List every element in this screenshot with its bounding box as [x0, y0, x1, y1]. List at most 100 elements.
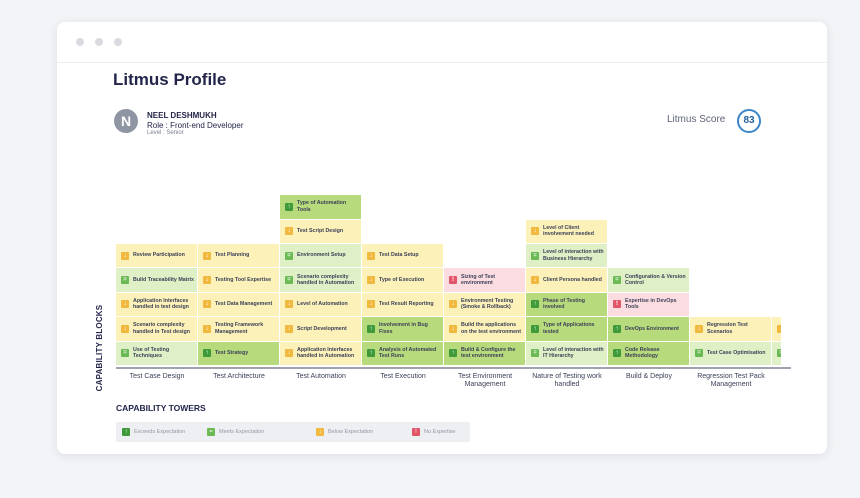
capability-block[interactable]: !Expertise in DevOps Tools [608, 292, 690, 318]
capability-block[interactable]: ↓Test Data Setup [362, 244, 444, 269]
legend: ↑Exceeds Expectation=Meets Expectation↓B… [116, 422, 470, 442]
capability-block[interactable]: ↓Testing Framework Management [198, 317, 280, 342]
capability-block[interactable]: ↓Scenario complexity handled in Test des… [116, 317, 198, 342]
tower-name: Regression Test Pack Management [697, 373, 765, 388]
capability-block[interactable]: = Test Case Optimisation [690, 341, 772, 366]
capability-block[interactable]: = Level of interaction with Business Hier… [526, 244, 608, 269]
capability-block-label: Test Case Optimisation [707, 350, 766, 357]
capability-block-label: Level of interaction with Business Hiera… [543, 249, 604, 262]
capability-block-label: Review Participation [133, 252, 185, 259]
capability-block[interactable]: ↓Review Participation [116, 244, 198, 269]
legend-item: ! No Expertise [412, 428, 456, 436]
capability-block[interactable]: = Environment Setup [280, 244, 362, 269]
litmus-score-label: Litmus Score [667, 114, 726, 125]
user-name: NEEL DESHMUKH [147, 111, 217, 120]
exceeds-status-icon: ↑ [449, 349, 457, 358]
noexp-status-icon: ! [449, 276, 457, 285]
meets-status-icon: = [121, 276, 129, 285]
capability-block[interactable]: ↑ Analysis of Automated Test Runs [362, 341, 444, 366]
meets-status-icon: = [777, 349, 781, 358]
capability-block[interactable]: =Configuration & Version Control [608, 268, 690, 293]
capability-block-label: Test Data Setup [379, 252, 419, 259]
capability-block[interactable]: = Build Traceability Matrix [116, 268, 198, 293]
capability-block[interactable]: ↓Client Persona handled [526, 268, 608, 293]
capability-block-label: Test Strategy [215, 350, 249, 357]
capability-block-label: Code Release Methodology [625, 346, 660, 360]
capability-block[interactable]: ! Sizing of Test environment [444, 268, 526, 293]
capability-block-label: Analysis of Automated Test Runs [379, 346, 437, 360]
capability-block[interactable]: ↑Type of Applications tested [526, 317, 608, 342]
capability-block-label: Test Result Reporting [379, 301, 434, 308]
meets-status-icon: = [695, 349, 703, 358]
app-window: Litmus Profile N NEEL DESHMUKH Role : Fr… [57, 22, 827, 454]
capability-block[interactable]: ↓Environment Testing (Smoke & Rollback) [444, 292, 526, 318]
below-status-icon: ↓ [316, 428, 324, 436]
capability-block[interactable]: ↑ DevOps Environment [608, 317, 690, 342]
exceeds-status-icon: ↑ [122, 428, 130, 436]
capability-block-label: DevOps Environment [625, 325, 679, 332]
capability-block[interactable]: ↓ Test Result Reporting [362, 292, 444, 318]
legend-item: =Meets Expectation [207, 428, 264, 436]
capability-block[interactable]: =Level of interaction with IT Hierarchy [526, 341, 608, 366]
capability-block[interactable]: ↓Testing Tool Expertise [198, 268, 280, 293]
capability-block[interactable]: ↓Application Interfaces handled in Autom… [280, 341, 362, 366]
meets-status-icon: = [121, 349, 129, 358]
legend-item: ↑Exceeds Expectation [122, 428, 185, 436]
window-dot-icon[interactable] [95, 38, 103, 46]
noexp-status-icon: ! [613, 300, 621, 309]
capability-block[interactable]: ↓ Test Script Design [280, 219, 362, 244]
below-status-icon: ↓ [121, 300, 129, 309]
capability-block[interactable]: ↓Test Planning [198, 244, 280, 269]
capability-block-label: Sizing of Test environment [461, 273, 496, 287]
capability-block[interactable]: ↑ Build & Configure the test environment [444, 341, 526, 366]
exceeds-status-icon: ↑ [203, 349, 211, 358]
exceeds-status-icon: ↑ [613, 324, 621, 333]
capability-block[interactable]: ↑ Test Strategy [198, 341, 280, 366]
meets-status-icon: = [531, 251, 539, 260]
noexp-status-icon: ! [412, 428, 420, 436]
below-status-icon: ↓ [449, 324, 457, 333]
capability-block[interactable]: ↓Type of Execution [362, 268, 444, 293]
window-dot-icon[interactable] [114, 38, 122, 46]
capability-block-label: Environment Setup [297, 252, 346, 259]
capability-block-label: Use of Testing Techniques [133, 346, 170, 360]
below-status-icon: ↓ [367, 300, 375, 309]
capability-block-edge: = [772, 341, 782, 366]
capability-block-label: Type of Automation Tools [297, 200, 347, 213]
capability-block[interactable]: ↓Regression Test Scenarios [690, 317, 772, 342]
below-status-icon: ↓ [203, 300, 211, 309]
capability-block-label: Regression Test Scenarios [707, 322, 748, 335]
meets-status-icon: = [285, 251, 293, 260]
legend-label: No Expertise [424, 429, 456, 435]
below-status-icon: ↓ [777, 324, 781, 333]
capability-block-label: Build & Configure the test environment [461, 346, 516, 360]
capability-block[interactable]: ↓Script Development [280, 317, 362, 342]
exceeds-status-icon: ↑ [367, 349, 375, 358]
capability-block-label: Application Interfaces handled in test d… [133, 297, 189, 311]
capability-block[interactable]: ↓ Test Data Management [198, 292, 280, 318]
capability-block[interactable]: ↓Level of Automation [280, 292, 362, 318]
capability-block[interactable]: ↑Code Release Methodology [608, 341, 690, 366]
capability-block-label: Test Script Design [297, 228, 344, 235]
capability-block-label: Client Persona handled [543, 276, 602, 283]
capability-block-label: Test Data Management [215, 301, 273, 308]
capability-block-label: Script Development [297, 325, 347, 332]
exceeds-status-icon: ↑ [367, 324, 375, 333]
capability-block[interactable]: ↑Involvement in Bug Fixes [362, 317, 444, 342]
capability-block[interactable]: ↓Build the applications on the test envi… [444, 317, 526, 342]
window-dot-icon[interactable] [76, 38, 84, 46]
capability-block-edge: ↓ [772, 317, 782, 342]
litmus-score-value: 83 [737, 109, 761, 133]
capability-block-label: Application Interfaces handled in Automa… [297, 346, 355, 360]
meets-status-icon: = [531, 349, 539, 358]
capability-block[interactable]: =Scenario complexity handled in Automati… [280, 268, 362, 293]
capability-block[interactable]: ↓Level of Client involvement needed [526, 219, 608, 244]
capability-block[interactable]: ↓ Application Interfaces handled in test … [116, 292, 198, 318]
below-status-icon: ↓ [285, 227, 293, 236]
capability-block[interactable]: = Use of Testing Techniques [116, 341, 198, 366]
capability-block[interactable]: ↑Phase of Testing involved [526, 292, 608, 318]
capability-block-label: Testing Tool Expertise [215, 276, 272, 283]
tower-name: Test Architecture [213, 373, 265, 380]
capability-block-label: Build Traceability Matrix [133, 276, 194, 283]
capability-block[interactable]: ↑Type of Automation Tools [280, 195, 362, 220]
